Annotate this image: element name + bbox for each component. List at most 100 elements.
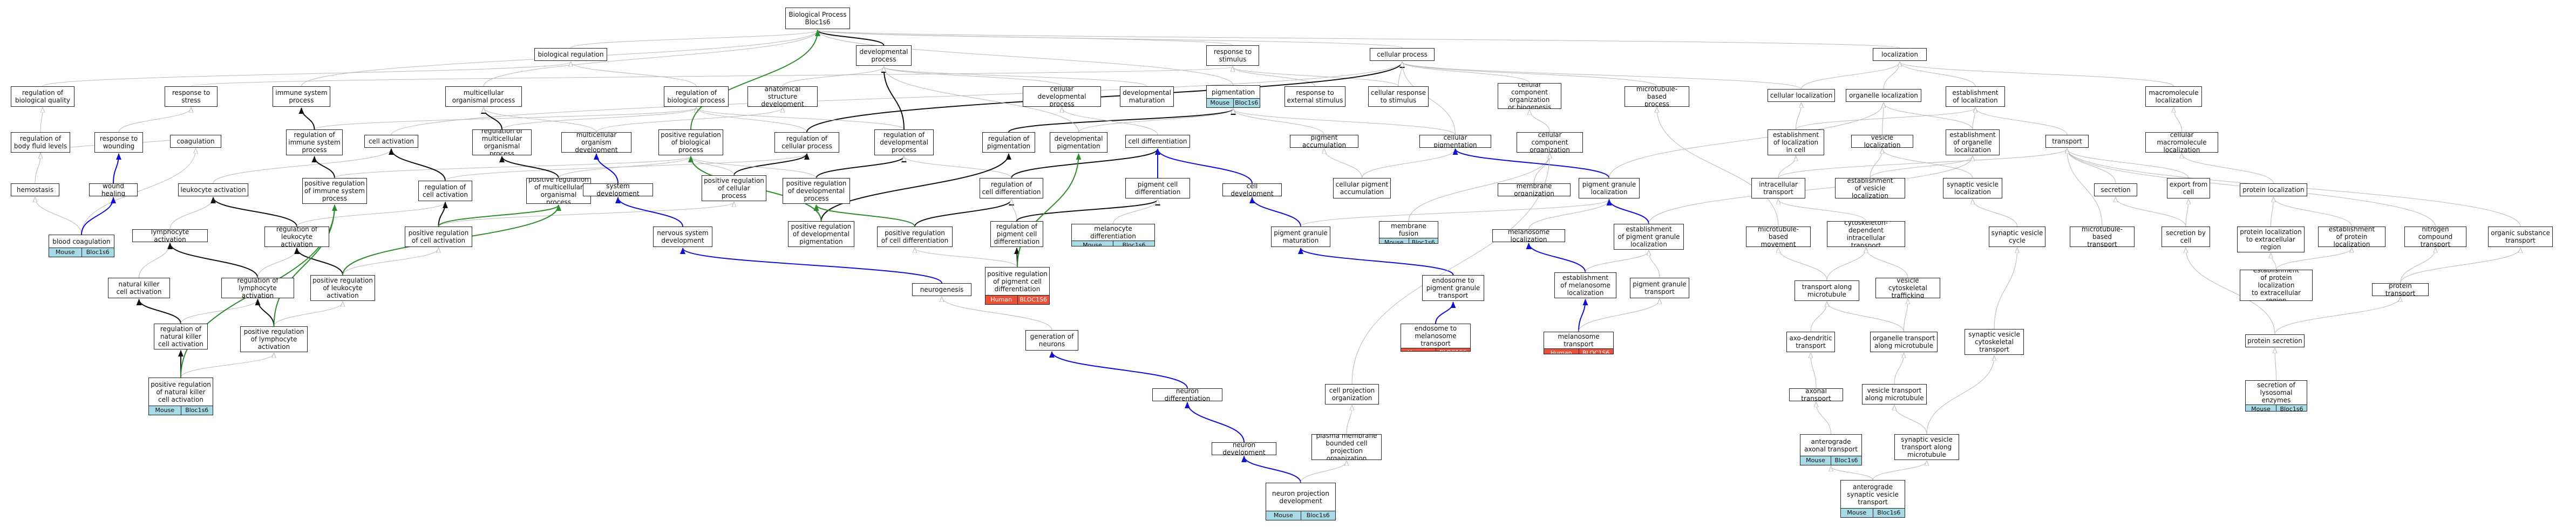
term-node-lymphact[interactable]: lymphocyte activation <box>132 229 208 242</box>
term-node-bioreg[interactable]: biological regulation <box>534 48 607 61</box>
term-node-regdevproc[interactable]: regulation of developmental process <box>874 129 934 155</box>
term-node-neurondev[interactable]: neuron development <box>1212 442 1276 455</box>
term-node-prottransport[interactable]: protein transport <box>2372 283 2429 296</box>
term-node-protloc[interactable]: protein localization <box>2240 183 2307 196</box>
term-node-sysdev[interactable]: system development <box>583 183 653 196</box>
term-node-organtransmt[interactable]: organelle transport along microtubule <box>1870 332 1938 352</box>
term-node-regbioproc[interactable]: regulation of biological process <box>664 86 729 107</box>
term-node-immsys[interactable]: immune system process <box>273 86 330 107</box>
term-node-protlocextra[interactable]: protein localization to extracellular re… <box>2237 227 2305 252</box>
term-node-estabmelloc[interactable]: establishment of melanosome localization <box>1554 272 1616 298</box>
term-node-regpig[interactable]: regulation of pigmentation <box>982 132 1035 153</box>
term-node-regbodyfluid[interactable]: regulation of body fluid levels <box>11 132 70 153</box>
term-node-multicell[interactable]: multicellular organismal process <box>445 86 522 107</box>
term-node-secretion[interactable]: secretion <box>2094 183 2137 196</box>
term-node-respwound[interactable]: response to wounding <box>94 132 143 153</box>
term-node-pigcelldiff[interactable]: pigment cell differentiation <box>1125 178 1190 198</box>
term-node-piggrantrans[interactable]: pigment granule transport <box>1630 278 1689 298</box>
term-node-cellresp[interactable]: cellular response to stimulus <box>1368 86 1429 107</box>
term-node-nkact[interactable]: natural killer cell activation <box>108 278 170 298</box>
term-node-root[interactable]: Biological Process Bloc1s6 <box>785 8 850 29</box>
term-node-neurogenesis[interactable]: neurogenesis <box>912 283 971 296</box>
term-node-nitrogen[interactable]: nitrogen compound transport <box>2404 227 2466 247</box>
term-node-posregcell[interactable]: positive regulation of cellular process <box>702 175 766 201</box>
term-node-posregnk[interactable]: positive regulation of natural killer ce… <box>148 378 213 415</box>
term-node-reglymphact[interactable]: regulation of lymphocyte activation <box>221 278 294 298</box>
term-node-posregdevpig[interactable]: positive regulation of developmental pig… <box>788 221 854 247</box>
term-node-establoccell[interactable]: establishment of localization in cell <box>1768 129 1824 155</box>
term-node-cellpig[interactable]: cellular pigmentation <box>1419 135 1491 148</box>
term-node-exportcell[interactable]: export from cell <box>2167 178 2210 198</box>
term-node-posregleukact[interactable]: positive regulation of leukocyte activat… <box>310 275 375 301</box>
term-node-devpig[interactable]: developmental pigmentation <box>1050 132 1107 153</box>
term-node-leukact[interactable]: leukocyte activation <box>178 183 248 196</box>
term-node-posregbio[interactable]: positive regulation of biological proces… <box>658 129 723 155</box>
term-node-multidev[interactable]: multicellular organism development <box>561 132 631 153</box>
term-node-regcellact[interactable]: regulation of cell activation <box>418 181 472 201</box>
term-node-melanosomeloc[interactable]: melanosome localization <box>1492 229 1565 242</box>
term-node-transalongmt[interactable]: transport along microtubule <box>1795 280 1859 301</box>
term-node-vescytotrafficking[interactable]: vesicle cytoskeletal trafficking <box>1875 278 1940 298</box>
term-node-establoc[interactable]: establishment of localization <box>1946 86 2005 107</box>
term-node-cellcomp[interactable]: cellular component organization or bioge… <box>1498 83 1561 109</box>
term-node-devmat[interactable]: developmental maturation <box>1120 86 1174 107</box>
term-node-localization[interactable]: localization <box>1873 48 1927 61</box>
term-node-woundheal[interactable]: wound healing <box>89 183 138 196</box>
term-node-plasmamemb[interactable]: plasma membrane bounded cell projection … <box>1311 434 1382 460</box>
term-node-respstress[interactable]: response to stress <box>165 86 218 107</box>
term-node-orgloc[interactable]: organelle localization <box>1846 89 1921 102</box>
term-node-protsecretion[interactable]: protein secretion <box>2245 334 2305 347</box>
term-node-posregdev[interactable]: positive regulation of developmental pro… <box>783 178 850 204</box>
term-node-regcellproc[interactable]: regulation of cellular process <box>774 132 839 153</box>
term-node-vesloc[interactable]: vesicle localization <box>1851 135 1913 148</box>
term-node-regnkact[interactable]: regulation of natural killer cell activa… <box>154 324 208 349</box>
term-node-synvescycle[interactable]: synaptic vesicle cycle <box>1989 227 2045 247</box>
term-node-synvesloc[interactable]: synaptic vesicle localization <box>1943 178 2002 198</box>
term-node-cellloc[interactable]: cellular localization <box>1768 89 1835 102</box>
term-node-cellcomporg[interactable]: cellular component organization <box>1517 132 1583 153</box>
term-node-regbioqual[interactable]: regulation of biological quality <box>11 86 74 107</box>
term-node-endosomemel[interactable]: endosome to melanosome transportHumanBLO… <box>1401 324 1471 352</box>
term-node-posregpigdiff[interactable]: positive regulation of pigment cell diff… <box>985 267 1050 305</box>
term-node-secretioncell[interactable]: secretion by cell <box>2162 227 2210 247</box>
term-node-genneurons[interactable]: generation of neurons <box>1025 330 1078 351</box>
term-node-hemostasis[interactable]: hemostasis <box>11 183 59 196</box>
term-node-regpigcelldiff[interactable]: regulation of pigment cell differentiati… <box>990 221 1043 247</box>
term-node-synvescyto[interactable]: synaptic vesicle cytoskeletal transport <box>1965 329 2024 355</box>
term-node-cellpigaccum[interactable]: cellular pigment accumulation <box>1333 178 1391 198</box>
term-node-cellproc[interactable]: cellular process <box>1370 48 1435 61</box>
term-node-cellprojorg[interactable]: cell projection organization <box>1325 384 1379 404</box>
term-node-regmulti[interactable]: regulation of multicellular organismal p… <box>472 129 532 155</box>
term-node-axonaltrans[interactable]: axonal transport <box>1789 388 1843 401</box>
term-node-piggranmat[interactable]: pigment granule maturation <box>1271 227 1330 247</box>
term-node-respext[interactable]: response to external stimulus <box>1284 86 1345 107</box>
term-node-estaborgloc[interactable]: establishment of organelle localization <box>1946 129 2000 155</box>
term-node-posregmulti[interactable]: positive regulation of multicellular org… <box>526 178 591 204</box>
term-node-posregcellact[interactable]: positive regulation of cell activation <box>405 227 472 247</box>
term-node-cellact[interactable]: cell activation <box>364 135 418 148</box>
term-node-estabpiggranloc[interactable]: establishment of pigment granule localiz… <box>1614 224 1684 250</box>
term-node-posregcelldiff[interactable]: positive regulation of cell differentiat… <box>877 227 953 247</box>
term-node-mtproc[interactable]: microtubule-based process <box>1625 86 1689 107</box>
term-node-nervdev[interactable]: nervous system development <box>653 227 712 247</box>
term-node-regcelldiff[interactable]: regulation of cell differentiation <box>980 178 1043 198</box>
term-node-intracelltrans[interactable]: intracellular transport <box>1751 178 1805 198</box>
term-node-estabvesloc[interactable]: establishment of vesicle localization <box>1835 178 1905 198</box>
term-node-celldev[interactable]: cell development <box>1222 183 1282 196</box>
term-node-mtmovement[interactable]: microtubule-based movement <box>1746 227 1811 247</box>
term-node-membranorg[interactable]: membrane organization <box>1498 183 1571 196</box>
term-node-coag[interactable]: coagulation <box>170 135 221 148</box>
term-node-axodendritic[interactable]: axo-dendritic transport <box>1786 332 1835 352</box>
term-node-estabprotloc[interactable]: establishment of protein localization <box>2318 227 2385 247</box>
term-node-regleukact[interactable]: regulation of leukocyte activation <box>264 227 329 247</box>
term-node-devproc[interactable]: developmental process <box>856 45 912 66</box>
term-node-respstim[interactable]: response to stimulus <box>1206 45 1259 66</box>
